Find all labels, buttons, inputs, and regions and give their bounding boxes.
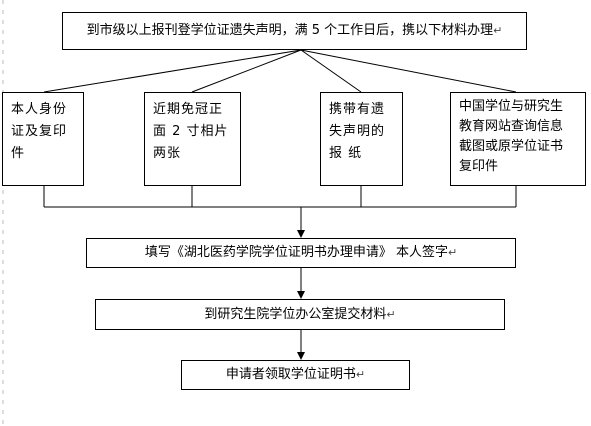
connector-top-to-material-2: [191, 49, 302, 93]
material-3-line-1: 携带有遗: [329, 102, 386, 117]
step-receive-certificate-box: 申请者领取学位证明书↵: [181, 360, 410, 390]
arrowhead-step1: [297, 230, 305, 238]
connector-top-to-material-1: [43, 49, 302, 93]
step-fill-application-text: 填写《湖北医药学院学位证明书办理申请》 本人签字: [144, 245, 448, 260]
material-2-line-2: 面 2 寸相片: [153, 124, 229, 139]
connector-top-to-material-4: [300, 49, 517, 93]
material-2-line-3: 两张: [153, 146, 182, 161]
paragraph-mark: ↵: [447, 246, 458, 259]
material-1-line-1: 本人身份: [11, 102, 68, 117]
material-4-line-2: 教育网站查询信息: [459, 119, 564, 134]
margin-ruler: [2, 0, 4, 426]
step-receive-certificate-text: 申请者领取学位证明书: [225, 367, 356, 382]
paragraph-mark: ↵: [386, 307, 396, 321]
material-box-newspaper: 携带有遗 失声明的 报 纸: [320, 92, 403, 186]
arrowhead-step3: [297, 352, 305, 360]
paragraph-mark: ↵: [355, 368, 366, 381]
material-1-line-2: 证及复印: [11, 124, 68, 139]
step-submit-materials-text: 到研究生院学位办公室提交材料: [204, 306, 387, 322]
material-4-line-3: 截图或原学位证书: [459, 139, 564, 154]
top-instruction-box: 到市级以上报刊登学位证遗失声明，满 5 个工作日后，携以下材料办理↵: [62, 12, 527, 50]
material-3-line-3: 报 纸: [329, 146, 363, 161]
step-submit-materials-box: 到研究生院学位办公室提交材料↵: [95, 299, 505, 330]
material-4-line-1: 中国学位与研究生: [459, 99, 564, 114]
material-box-photo: 近期免冠正 面 2 寸相片 两张: [144, 92, 241, 186]
paragraph-mark: ↵: [493, 24, 503, 37]
material-1-line-3: 件: [11, 146, 26, 161]
material-2-line-1: 近期免冠正: [153, 102, 224, 117]
connector-top-to-material-3: [300, 49, 362, 93]
material-3-line-2: 失声明的: [329, 124, 386, 139]
step-fill-application-box: 填写《湖北医药学院学位证明书办理申请》 本人签字↵: [86, 238, 516, 268]
top-instruction-text: 到市级以上报刊登学位证遗失声明，满 5 个工作日后，携以下材料办理: [86, 23, 494, 38]
material-box-id-card: 本人身份 证及复印 件: [2, 92, 84, 186]
material-box-degree-info: 中国学位与研究生 教育网站查询信息 截图或原学位证书 复印件: [450, 92, 586, 186]
arrowhead-step2: [297, 291, 305, 299]
material-4-line-4: 复印件: [459, 159, 499, 174]
